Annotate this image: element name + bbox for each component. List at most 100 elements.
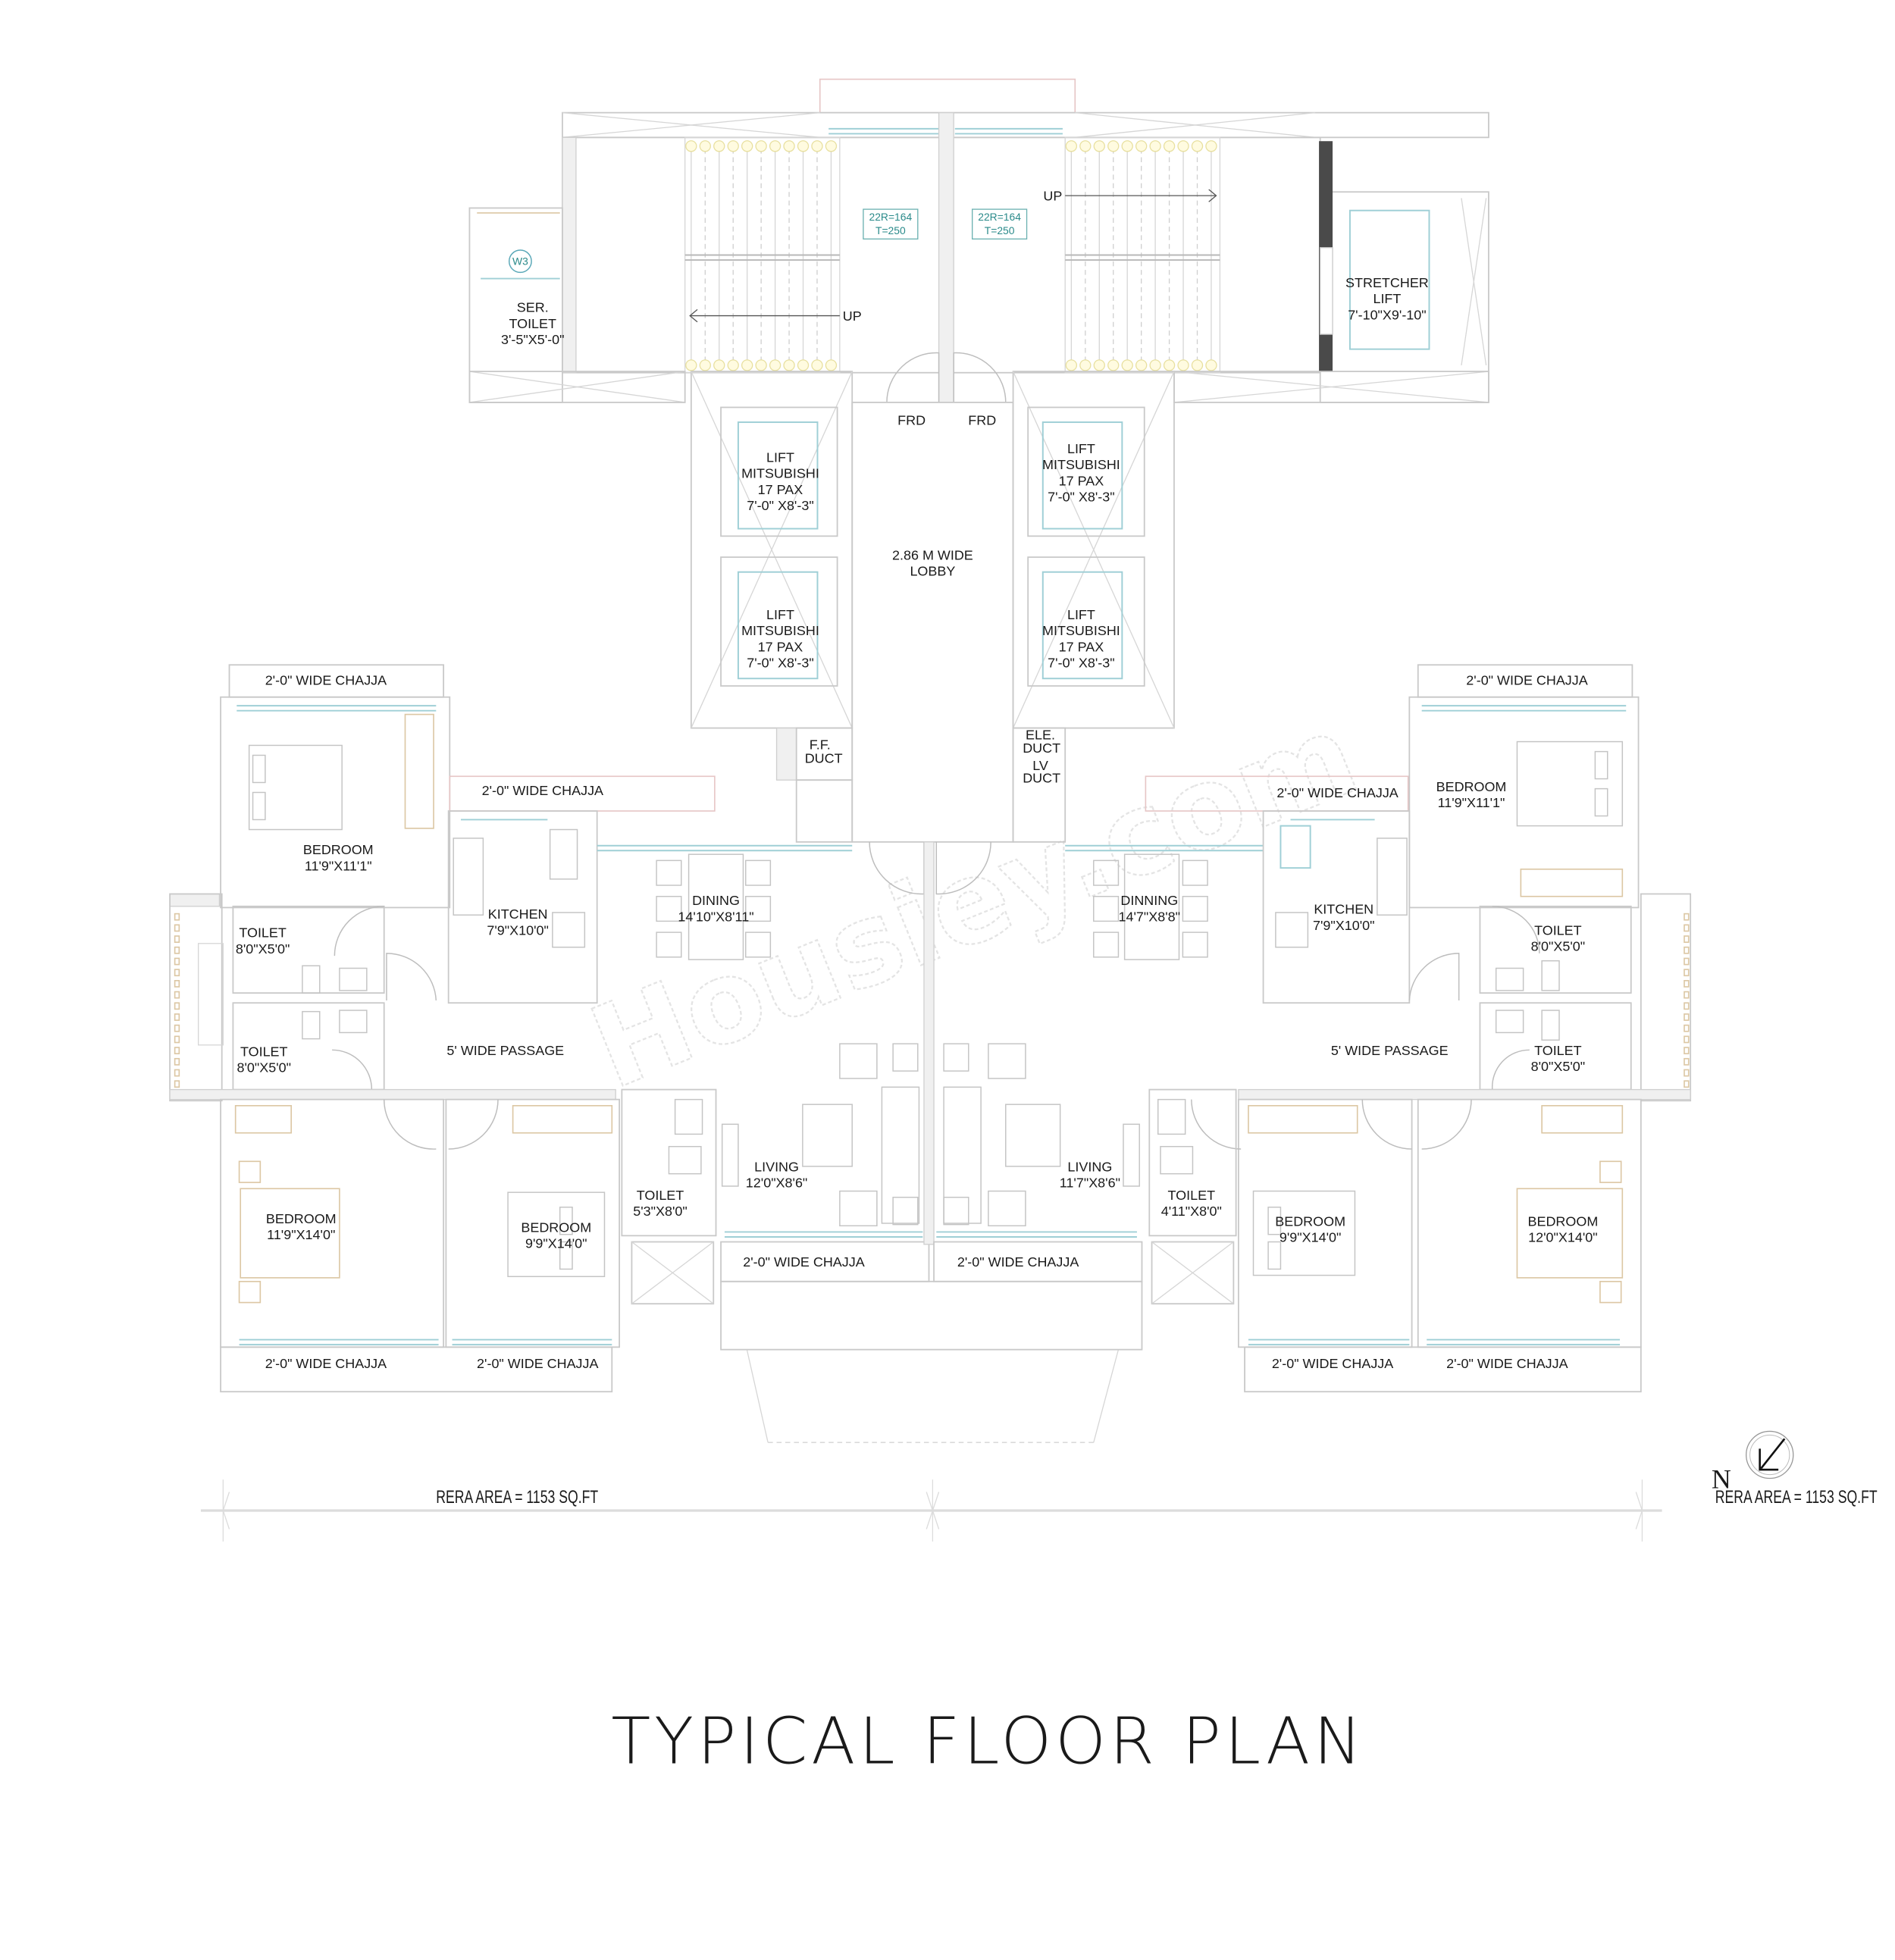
- svg-text:MITSUBISHI: MITSUBISHI: [1042, 457, 1120, 472]
- lobby-label: 2.86 M WIDE: [892, 547, 973, 562]
- svg-text:TOILET: TOILET: [1534, 1043, 1582, 1058]
- service-toilet-label-2: TOILET: [509, 316, 556, 331]
- svg-text:TOILET: TOILET: [1168, 1188, 1216, 1203]
- chajja-label: 2'-0" WIDE CHAJJA: [265, 672, 387, 687]
- svg-text:MITSUBISHI: MITSUBISHI: [1042, 623, 1120, 638]
- lobby-label-2: LOBBY: [910, 564, 955, 579]
- svg-text:KITCHEN: KITCHEN: [488, 906, 548, 922]
- svg-text:BEDROOM: BEDROOM: [1275, 1213, 1345, 1229]
- north-arrow: N: [1712, 1430, 1794, 1495]
- svg-text:7'-0" X8'-3": 7'-0" X8'-3": [1048, 490, 1114, 505]
- svg-text:BEDROOM: BEDROOM: [1436, 779, 1507, 794]
- service-toilet-label: SER.: [517, 300, 549, 315]
- ele-duct-label-2: DUCT: [1023, 740, 1060, 756]
- svg-text:DINING: DINING: [692, 893, 740, 908]
- staircase-right: UP: [1043, 136, 1221, 374]
- lift-2: LIFT MITSUBISHI 17 PAX 7'-0" X8'-3": [720, 556, 838, 687]
- tread-tag-right: T=250: [985, 224, 1015, 236]
- svg-text:12'0"X8'6": 12'0"X8'6": [746, 1176, 807, 1191]
- svg-text:MITSUBISHI: MITSUBISHI: [741, 466, 819, 481]
- svg-text:8'0"X5'0": 8'0"X5'0": [1531, 939, 1586, 954]
- lv-duct-label: LV: [1032, 758, 1048, 773]
- svg-text:17 PAX: 17 PAX: [1059, 639, 1104, 654]
- svg-text:2'-0" WIDE CHAJJA: 2'-0" WIDE CHAJJA: [1446, 1356, 1568, 1371]
- living-furniture-left: [721, 1043, 920, 1227]
- svg-text:11'7"X8'6": 11'7"X8'6": [1060, 1176, 1120, 1191]
- svg-text:7'-0" X8'-3": 7'-0" X8'-3": [747, 656, 813, 671]
- svg-text:LIVING: LIVING: [1067, 1159, 1112, 1174]
- svg-text:LIFT: LIFT: [1067, 607, 1095, 622]
- svg-text:LIFT: LIFT: [766, 449, 794, 465]
- svg-text:2'-0" WIDE CHAJJA: 2'-0" WIDE CHAJJA: [477, 1356, 598, 1371]
- tread-tag-left: T=250: [875, 224, 906, 236]
- svg-text:TOILET: TOILET: [1534, 922, 1582, 938]
- svg-text:LIFT: LIFT: [1067, 441, 1095, 456]
- ff-duct-label-2: DUCT: [805, 750, 843, 766]
- svg-text:2'-0" WIDE CHAJJA: 2'-0" WIDE CHAJJA: [1272, 1356, 1393, 1371]
- lift-4: LIFT MITSUBISHI 17 PAX 7'-0" X8'-3": [1027, 556, 1145, 687]
- window-tag-w3: W3: [512, 255, 528, 268]
- lift-3: LIFT MITSUBISHI 17 PAX 7'-0" X8'-3": [1027, 406, 1145, 537]
- passage-label: 5' WIDE PASSAGE: [446, 1043, 564, 1058]
- stair-up-label-right: UP: [1043, 189, 1062, 204]
- frd-left-label: FRD: [897, 412, 926, 427]
- frd-right-label: FRD: [968, 412, 996, 427]
- svg-text:9'9"X14'0": 9'9"X14'0": [525, 1236, 587, 1251]
- svg-text:11'9"X11'1": 11'9"X11'1": [1438, 795, 1505, 810]
- core-top: UP UP 22R=164 T=250 22R=164 T=250 W3 SER…: [468, 78, 1489, 427]
- svg-text:7'9"X10'0": 7'9"X10'0": [487, 922, 549, 938]
- lv-duct-label-2: DUCT: [1023, 770, 1060, 785]
- svg-text:2'-0" WIDE CHAJJA: 2'-0" WIDE CHAJJA: [1276, 785, 1398, 800]
- service-toilet: W3 SER. TOILET 3'-5"X5'-0": [468, 207, 686, 403]
- stretcher-lift-size: 7'-10"X9'-10": [1348, 307, 1426, 322]
- svg-text:2'-0" WIDE CHAJJA: 2'-0" WIDE CHAJJA: [743, 1254, 864, 1270]
- ele-duct-label: ELE.: [1026, 727, 1055, 742]
- svg-text:BEDROOM: BEDROOM: [521, 1220, 591, 1235]
- rera-dimension: RERA AREA = 1153 SQ.FT RERA AREA = 1153 …: [200, 1479, 1878, 1542]
- svg-text:TOILET: TOILET: [240, 1044, 288, 1059]
- svg-text:LIFT: LIFT: [766, 607, 794, 622]
- living-furniture-right: [943, 1043, 1140, 1227]
- svg-text:DINNING: DINNING: [1120, 893, 1178, 908]
- dining-table-right: [1093, 853, 1208, 960]
- svg-text:2'-0" WIDE CHAJJA: 2'-0" WIDE CHAJJA: [957, 1254, 1079, 1270]
- lift-lobby: LIFT MITSUBISHI 17 PAX 7'-0" X8'-3" LIFT…: [690, 371, 1175, 843]
- stretcher-lift-label: STRETCHER: [1345, 275, 1429, 290]
- svg-text:7'9"X10'0": 7'9"X10'0": [1313, 918, 1375, 933]
- rera-area-left: RERA AREA = 1153 SQ.FT: [436, 1486, 598, 1508]
- staircase-left: UP: [684, 136, 862, 374]
- svg-text:5'3"X8'0": 5'3"X8'0": [633, 1204, 688, 1219]
- svg-text:BEDROOM: BEDROOM: [266, 1211, 337, 1226]
- rera-area-right: RERA AREA = 1153 SQ.FT: [1715, 1486, 1878, 1508]
- svg-text:KITCHEN: KITCHEN: [1314, 902, 1373, 917]
- svg-text:TOILET: TOILET: [239, 925, 287, 941]
- service-toilet-size: 3'-5"X5'-0": [501, 332, 564, 347]
- riser-tag-right: 22R=164: [978, 211, 1021, 223]
- svg-text:17 PAX: 17 PAX: [758, 482, 803, 497]
- svg-text:BEDROOM: BEDROOM: [1528, 1213, 1599, 1229]
- svg-text:12'0"X14'0": 12'0"X14'0": [1528, 1230, 1597, 1245]
- svg-text:2'-0" WIDE CHAJJA: 2'-0" WIDE CHAJJA: [1466, 672, 1587, 687]
- lift-1: LIFT MITSUBISHI 17 PAX 7'-0" X8'-3": [720, 406, 838, 537]
- svg-text:4'11"X8'0": 4'11"X8'0": [1161, 1204, 1222, 1219]
- svg-text:TOILET: TOILET: [637, 1188, 684, 1203]
- svg-text:5' WIDE PASSAGE: 5' WIDE PASSAGE: [1331, 1043, 1449, 1058]
- svg-text:9'9"X14'0": 9'9"X14'0": [1280, 1230, 1342, 1245]
- svg-text:8'0"X5'0": 8'0"X5'0": [236, 1060, 291, 1075]
- north-label: N: [1712, 1464, 1731, 1495]
- svg-text:2'-0" WIDE CHAJJA: 2'-0" WIDE CHAJJA: [482, 783, 603, 798]
- svg-text:11'9"X14'0": 11'9"X14'0": [267, 1227, 335, 1242]
- stretcher-lift: STRETCHER LIFT 7'-10"X9'-10": [1173, 141, 1489, 403]
- svg-text:MITSUBISHI: MITSUBISHI: [741, 623, 819, 638]
- svg-text:7'-0" X8'-3": 7'-0" X8'-3": [747, 498, 813, 513]
- svg-text:LIVING: LIVING: [754, 1159, 799, 1174]
- flat-left: 2'-0" WIDE CHAJJA BEDROOM 11'9"X11'1" 2'…: [169, 664, 930, 1393]
- svg-text:BEDROOM: BEDROOM: [303, 842, 374, 857]
- svg-text:8'0"X5'0": 8'0"X5'0": [236, 941, 290, 957]
- dining-table-left: [656, 853, 772, 960]
- svg-text:17 PAX: 17 PAX: [758, 639, 803, 654]
- riser-tag-left: 22R=164: [869, 211, 912, 223]
- svg-text:14'7"X8'8": 14'7"X8'8": [1119, 909, 1181, 924]
- flat-right: DINNING 14'7"X8'8" 2'-0" WIDE CHAJJA KIT…: [933, 664, 1692, 1393]
